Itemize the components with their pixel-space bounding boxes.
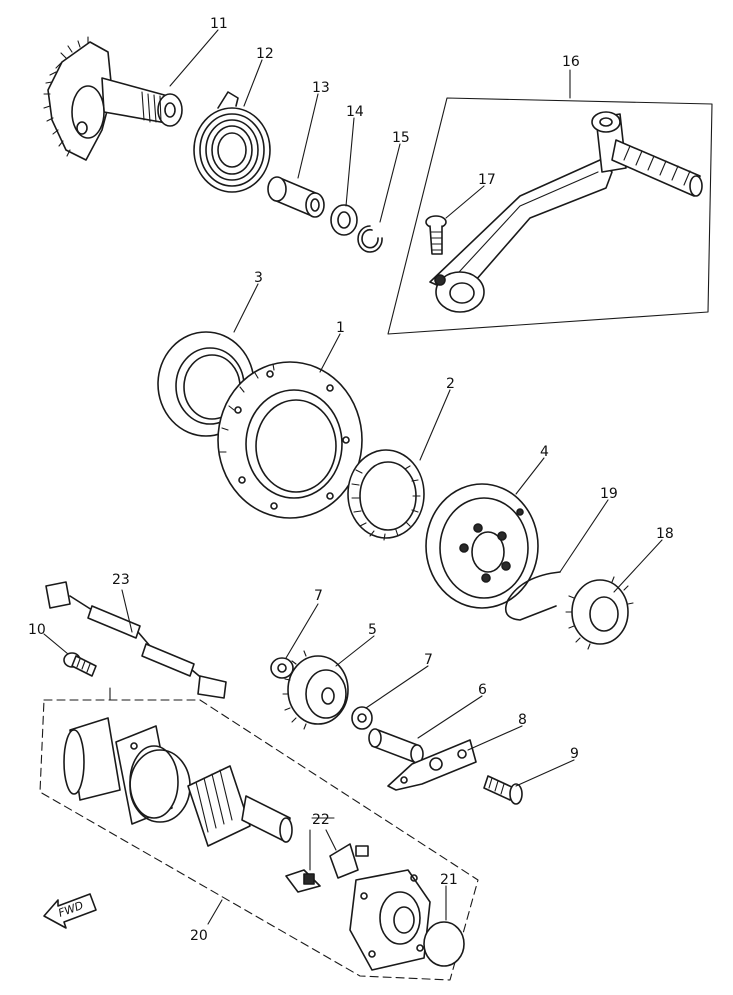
part-20-starter-motor-box	[39, 687, 479, 981]
callout-17: 17	[478, 172, 496, 188]
callout-13: 13	[312, 80, 330, 96]
part-15-circlip	[357, 225, 383, 253]
callout-9: 9	[570, 746, 579, 762]
part-18-gear	[565, 576, 634, 650]
part-2-bearing	[347, 449, 425, 541]
callout-10: 10	[28, 622, 46, 638]
callout-22: 22	[312, 812, 330, 828]
callout-11: 11	[210, 16, 228, 32]
part-11-kick-shaft	[43, 36, 183, 161]
part-1-starter-wheel	[217, 361, 363, 519]
part-17-bolt	[425, 215, 447, 255]
callout-19: 19	[600, 486, 618, 502]
part-21-cap	[423, 921, 465, 967]
callout-21: 21	[440, 872, 458, 888]
part-14-washer	[330, 204, 358, 236]
part-7-washer-a	[270, 657, 294, 679]
callout-23: 23	[112, 572, 130, 588]
callout-3: 3	[254, 270, 263, 286]
part-12-kick-spring	[193, 91, 271, 193]
callout-7-b: 7	[424, 652, 433, 668]
callout-12: 12	[256, 46, 274, 62]
callout-2: 2	[446, 376, 455, 392]
fwd-arrow-icon: FWD	[43, 893, 97, 929]
part-19-clip	[504, 571, 561, 621]
part-9-screw	[483, 775, 523, 805]
part-8-plate	[387, 739, 477, 791]
leader-lines	[43, 29, 663, 925]
callout-4: 4	[540, 444, 549, 460]
callout-15: 15	[392, 130, 410, 146]
callout-6: 6	[478, 682, 487, 698]
part-7-washer-b	[351, 706, 373, 730]
callout-14: 14	[346, 104, 364, 120]
callout-7-a: 7	[314, 588, 323, 604]
part-23-lead-wire	[45, 581, 227, 699]
part-5-idler-gear	[282, 650, 349, 730]
callout-5: 5	[368, 622, 377, 638]
callout-16: 16	[562, 54, 580, 70]
callout-numbers: 11 12 13 14 15 16 17 3 1 2 4 19 18 23 10…	[28, 16, 674, 944]
callout-18: 18	[656, 526, 674, 542]
part-13-bushing	[267, 176, 325, 218]
part-4-clutch-plate	[425, 483, 539, 609]
callout-8: 8	[518, 712, 527, 728]
part-16-kick-crank-box	[387, 97, 713, 335]
callout-1: 1	[336, 320, 345, 336]
callout-20: 20	[190, 928, 208, 944]
part-22-brush-set	[285, 829, 369, 893]
part-6-shaft	[368, 728, 424, 764]
part-10-bolt	[63, 652, 97, 677]
end-cover	[349, 869, 431, 971]
